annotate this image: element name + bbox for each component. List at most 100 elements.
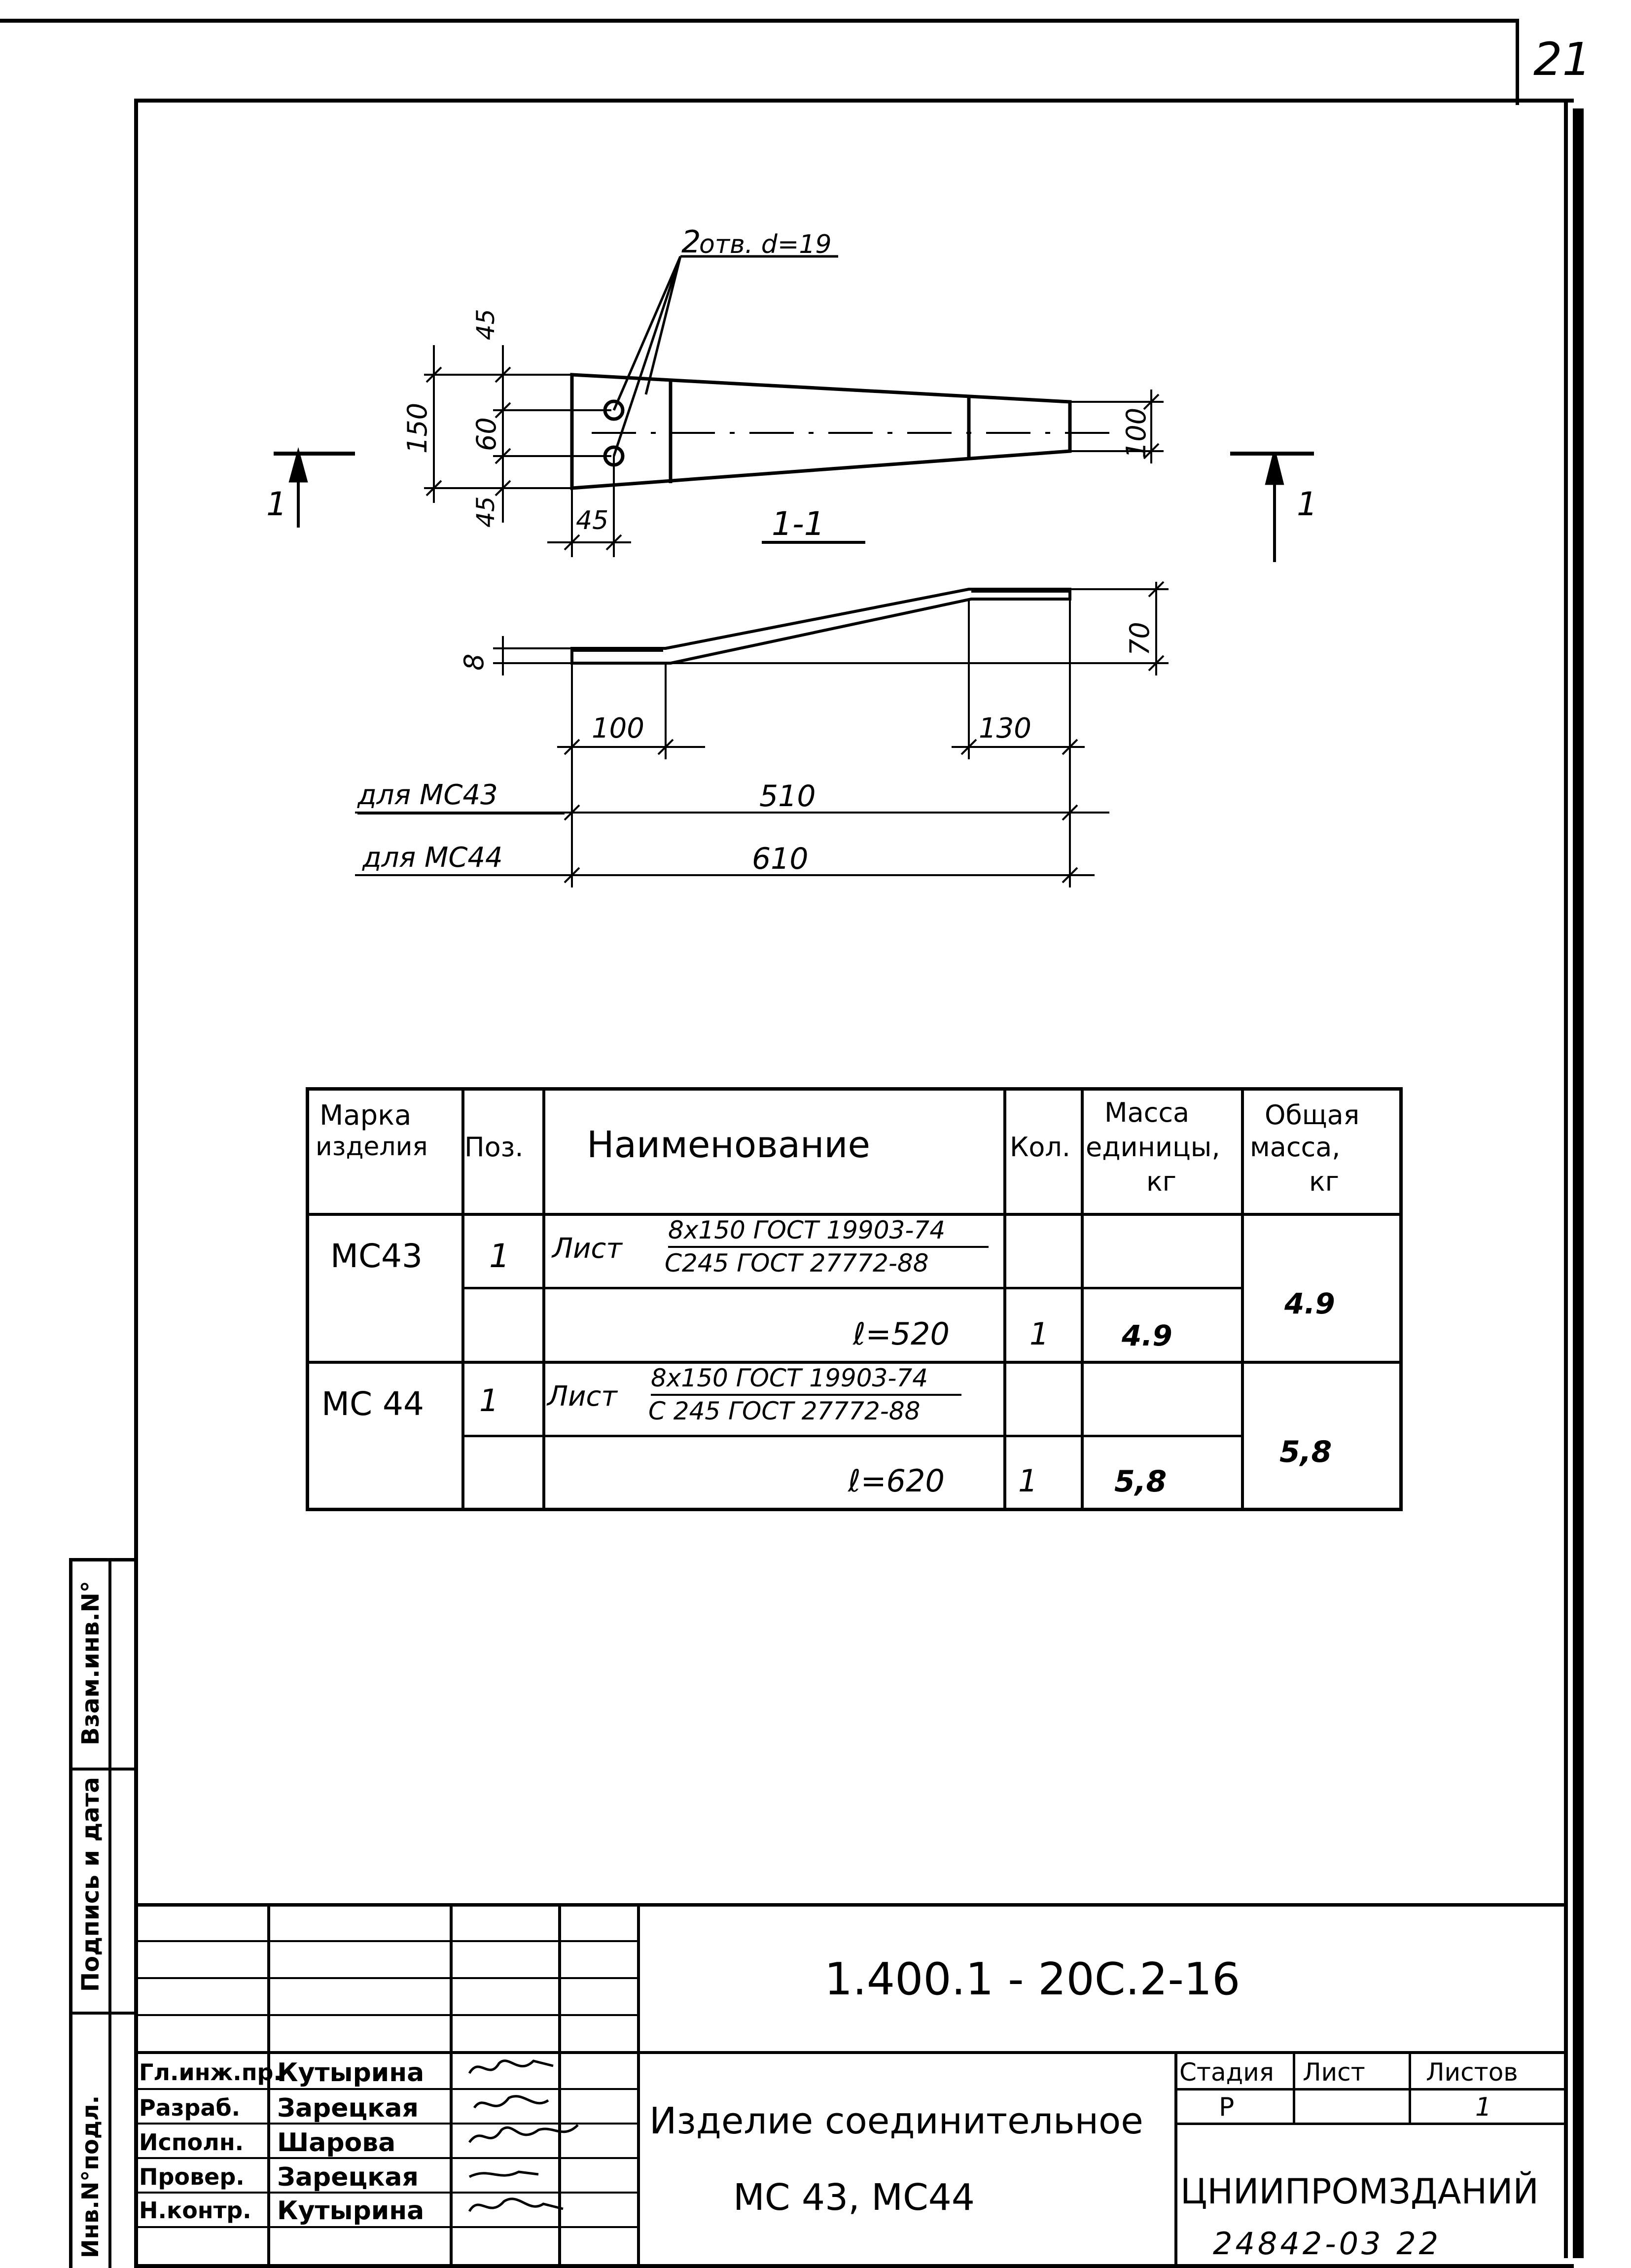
row-mc43-label: для МС43 [357,779,498,811]
doc-code: 1.400.1 - 20С.2-16 [824,1953,1241,2005]
stage-label: Стадия [1179,2058,1274,2087]
role-3: Провер. [139,2163,245,2190]
tick-q [564,804,580,821]
plate-profile-outline [570,588,1071,665]
header-name: Наименование [587,1124,871,1166]
signatures [468,2059,579,2212]
tick-b [425,480,442,496]
dim-label-100-right: 100 [1121,407,1152,459]
side-stamp-original-inv: Инв.N°подл. [77,2095,104,2258]
row-mc43-length: 510 [759,779,816,814]
hole-leader-2 [612,256,682,457]
dim-label-130: 130 [979,712,1031,744]
stage-value: Р [1219,2092,1235,2122]
header-unit-mass-line2: единицы, [1086,1132,1220,1163]
row2-name-fraction-line [651,1394,961,1396]
row1-name-bottom: С245 ГОСТ 27772-88 [665,1249,929,1277]
tick-a [425,366,442,383]
header-unit-mass-line3: кг [1146,1166,1176,1197]
dim-label-45-horizontal: 45 [576,506,609,535]
tick-l [1148,655,1165,672]
row2-total-mass: 5,8 [1279,1435,1332,1469]
row-mc43-label-underline [357,813,565,815]
section-left-arrowhead [288,447,308,483]
side-stamp-replaced-inv: Взам.инв.N° [77,1581,105,1745]
tick-g [564,534,580,551]
frame-left [134,99,138,2268]
tick-e [495,448,511,464]
tick-j [1143,443,1160,460]
row2-qty: 1 [1018,1463,1038,1499]
section-title: 1-1 [772,505,825,543]
tick-t [1062,867,1078,884]
sheets-value: 1 [1475,2092,1492,2122]
name-1: Зарецкая [277,2093,419,2123]
page-number-box-left [1516,19,1519,105]
hole-note-text: отв. d=19 [699,230,832,259]
top-border-line [0,19,1519,23]
tick-i [1143,393,1160,410]
row1-name-fraction-line [668,1246,989,1248]
name-0: Кутырина [277,2058,425,2088]
role-4: Н.контр. [139,2197,251,2224]
frame-right-outer [1573,108,1584,2258]
product-name-line1: Изделие соединительное [649,2100,1143,2142]
role-0: Гл.инж.пр. [139,2059,282,2086]
role-1: Разраб. [139,2094,241,2121]
header-total-mass-line2: масса, [1250,1132,1341,1163]
row2-pos: 1 [479,1382,499,1418]
side-stamp: Взам.инв.N° Подпись и дата Инв.N°подл. [69,1558,138,2268]
section-right-arrowhead [1265,453,1284,485]
tick-h [605,534,622,551]
header-mark-line2: изделия [316,1132,428,1162]
tick-r [1062,804,1078,821]
dim-label-60: 60 [471,417,502,451]
page-number: 21 [1533,33,1592,86]
row2-unit-mass: 5,8 [1114,1464,1167,1499]
row1-qty: 1 [1029,1316,1049,1352]
organization: ЦНИИПРОМЗДАНИЙ [1180,2171,1539,2212]
sheets-label: Листов [1426,2058,1518,2087]
tick-d [495,402,511,419]
dim-label-45-bottom: 45 [471,496,500,528]
name-3: Зарецкая [277,2162,419,2192]
row1-mark: МС43 [330,1237,423,1275]
hole-note-count: 2 [681,224,701,260]
section-marker-right: 1 [1297,485,1317,523]
header-total-mass-line1: Общая [1265,1099,1360,1131]
technical-drawing [274,255,1314,887]
row1-length: ℓ=520 [853,1316,950,1352]
row2-mark: МС 44 [321,1385,424,1423]
row-mc44-length: 610 [752,842,809,876]
name-2: Шарова [277,2128,396,2158]
tick-c [495,366,511,383]
product-name-line2: МС 43, МС44 [733,2176,975,2219]
tick-k [1148,581,1165,598]
name-4: Кутырина [277,2196,425,2226]
row-mc44-label: для МС44 [362,842,503,874]
row1-unit-mass: 4.9 [1122,1319,1172,1352]
section-marker-left: 1 [266,485,287,523]
frame-right [1564,99,1568,2258]
role-2: Исполн. [139,2129,244,2156]
row1-pos: 1 [489,1237,510,1275]
row1-name-top: 8x150 ГОСТ 19903-74 [668,1216,946,1244]
dim-label-8: 8 [459,653,490,671]
header-unit-mass-line1: Масса [1104,1097,1190,1128]
tick-o [960,739,977,755]
sheet-label: Лист [1303,2058,1365,2087]
dim-label-100: 100 [592,712,644,744]
dim-label-45-top: 45 [471,309,500,340]
header-total-mass-line3: кг [1309,1166,1339,1197]
row2-name-bottom: С 245 ГОСТ 27772-88 [648,1397,921,1425]
row1-total-mass: 4.9 [1284,1287,1335,1320]
row2-name-top: 8x150 ГОСТ 19903-74 [651,1364,928,1392]
tick-m [564,739,580,755]
side-stamp-signature-date: Подпись и дата [77,1777,105,1992]
dim-label-70: 70 [1124,622,1155,656]
title-block: 1.400.1 - 20С.2-16 Гл.инж.пр. Кутырина Р… [134,1903,1568,2268]
footer-number: 24842-03 22 [1213,2226,1442,2262]
spec-table: Марка изделия Поз. Наименование Кол. Мас… [306,1087,1403,1511]
row2-name-prefix: Лист [547,1381,617,1413]
header-mark-line1: Марка [319,1099,412,1132]
